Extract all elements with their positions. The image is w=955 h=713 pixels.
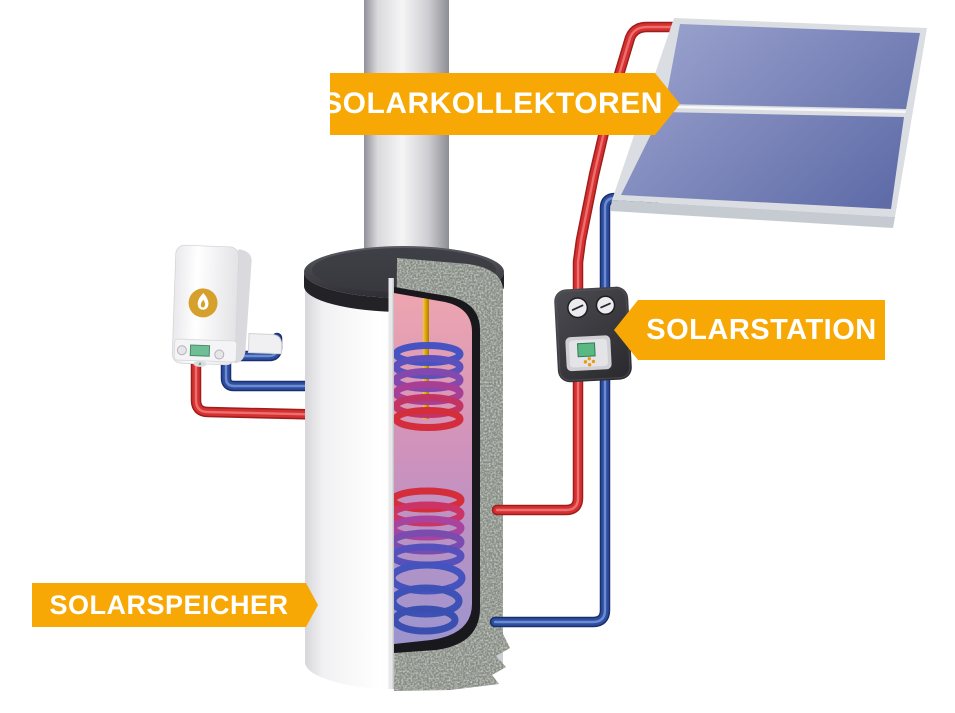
collector-divider <box>664 105 906 113</box>
controller-display <box>576 342 596 358</box>
boiler-flange <box>247 333 283 355</box>
solar-station <box>554 286 632 383</box>
controller-buttons <box>583 356 596 367</box>
banner-solarspeicher-label: SOLARSPEICHER <box>49 589 289 620</box>
collector-panel-lower <box>621 112 904 209</box>
tank-cut-edge <box>388 278 394 689</box>
boiler-side <box>233 249 252 364</box>
pressure-gauge-left-icon <box>567 297 589 319</box>
gas-boiler <box>171 244 283 367</box>
banner-solarspeicher: SOLARSPEICHER <box>32 583 318 627</box>
thermometer-gauge-right-icon <box>595 295 616 316</box>
banner-solarstation: SOLARSTATION <box>614 300 885 360</box>
flame-icon <box>188 288 218 318</box>
banner-solarkollektoren: SOLARKOLLEKTOREN <box>330 73 680 135</box>
collector-panel-upper <box>665 24 920 109</box>
boiler-knob-left <box>176 345 187 356</box>
boiler-display <box>189 344 211 357</box>
upper-heating-coil <box>394 342 464 431</box>
lower-heating-coil <box>394 487 466 635</box>
banner-solarstation-label: SOLARSTATION <box>646 313 877 346</box>
boiler-control-panel <box>173 338 238 367</box>
solar-collectors <box>610 18 927 228</box>
boiler-knob-right <box>214 349 225 360</box>
storage-tank <box>304 246 510 691</box>
station-controller <box>565 335 612 372</box>
banner-solarkollektoren-label: SOLARKOLLEKTOREN <box>322 87 663 120</box>
collector-base <box>610 200 895 228</box>
